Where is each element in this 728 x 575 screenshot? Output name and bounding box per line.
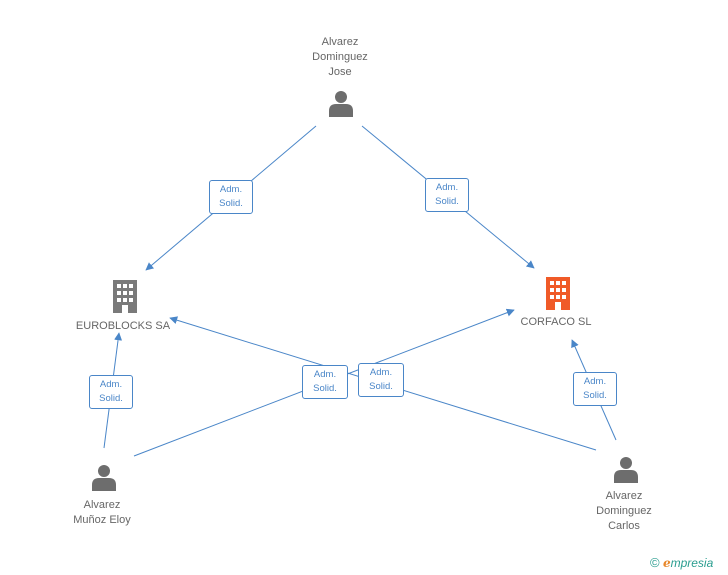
brand-logo: © empresia — [650, 555, 713, 570]
brand-initial: e — [662, 556, 671, 570]
company-label-euroblocks[interactable]: EUROBLOCKS SA — [75, 320, 171, 332]
role-box-eloy-corfaco[interactable]: Adm. Solid. — [302, 365, 348, 399]
role-box-line1: Adm. — [435, 182, 459, 193]
person-label-jose-line3: Jose — [328, 66, 352, 78]
role-box-line1: Adm. — [583, 376, 607, 387]
role-box-line2: Solid. — [369, 381, 393, 392]
person-icon-eloy[interactable] — [90, 463, 118, 491]
role-box-line2: Solid. — [313, 383, 337, 394]
person-label-carlos-line2: Dominguez — [596, 505, 652, 517]
role-box-line1: Adm. — [99, 379, 123, 390]
role-box-line2: Solid. — [219, 198, 243, 209]
building-icon-euroblocks[interactable] — [110, 279, 140, 313]
person-icon-carlos[interactable] — [612, 455, 640, 483]
role-box-line1: Adm. — [369, 367, 393, 378]
person-label-carlos[interactable]: Alvarez Dominguez Carlos — [576, 489, 672, 534]
role-box-jose-euroblocks[interactable]: Adm. Solid. — [209, 180, 253, 214]
role-box-line1: Adm. — [313, 369, 337, 380]
person-label-eloy[interactable]: Alvarez Muñoz Eloy — [52, 498, 152, 528]
copyright-icon: © — [650, 555, 660, 570]
person-label-jose[interactable]: Alvarez Dominguez Jose — [292, 35, 388, 80]
role-box-line2: Solid. — [99, 393, 123, 404]
company-label-corfaco[interactable]: CORFACO SL — [520, 316, 592, 328]
person-label-jose-line2: Dominguez — [312, 51, 368, 63]
person-label-carlos-line1: Alvarez — [605, 490, 643, 502]
person-label-jose-line1: Alvarez — [321, 36, 359, 48]
role-box-line2: Solid. — [435, 196, 459, 207]
brand-name: mpresia — [670, 556, 714, 570]
person-label-carlos-line3: Carlos — [608, 520, 640, 532]
role-box-jose-corfaco[interactable]: Adm. Solid. — [425, 178, 469, 212]
role-box-line2: Solid. — [583, 390, 607, 401]
role-box-line1: Adm. — [219, 184, 243, 195]
person-label-eloy-line2: Muñoz Eloy — [73, 514, 131, 526]
role-box-eloy-euroblocks[interactable]: Adm. Solid. — [89, 375, 133, 409]
role-box-carlos-corfaco[interactable]: Adm. Solid. — [573, 372, 617, 406]
person-label-eloy-line1: Alvarez — [83, 499, 121, 511]
person-icon-jose[interactable] — [327, 89, 355, 117]
role-box-carlos-euroblocks[interactable]: Adm. Solid. — [358, 363, 404, 397]
building-icon-corfaco[interactable] — [543, 276, 573, 310]
